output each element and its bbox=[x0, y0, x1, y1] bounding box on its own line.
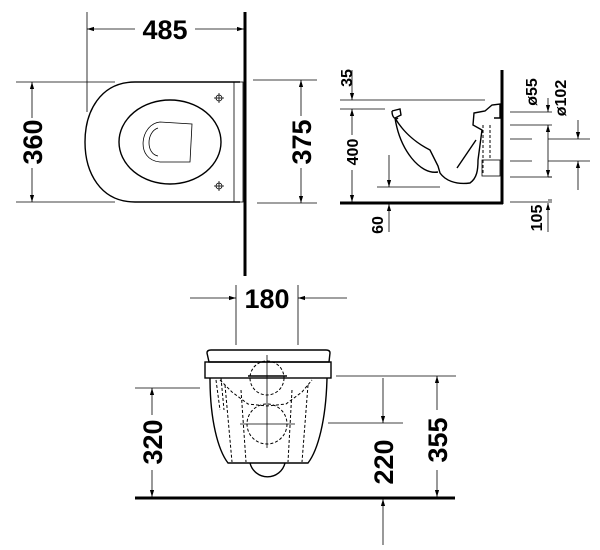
bowl-profile bbox=[391, 103, 501, 185]
dim-35: 35 bbox=[339, 69, 356, 87]
bowl-bottom bbox=[249, 462, 286, 478]
dim-105: 105 bbox=[529, 205, 546, 232]
dim-diameter-55: ø55 bbox=[524, 78, 541, 106]
top-view: 485 360 375 bbox=[16, 12, 317, 276]
dim-320: 320 bbox=[138, 419, 168, 464]
hidden-line bbox=[219, 379, 313, 407]
dim-diameter-102: ø102 bbox=[553, 80, 570, 117]
bolt-icon bbox=[214, 181, 224, 191]
lid bbox=[206, 349, 331, 363]
back-plate bbox=[233, 81, 244, 203]
toilet-outline bbox=[84, 81, 240, 203]
dim-485: 485 bbox=[142, 15, 187, 45]
bowl-flush-outline bbox=[142, 121, 193, 163]
bolt-icon bbox=[214, 93, 224, 103]
dim-220: 220 bbox=[369, 439, 399, 484]
trap-line bbox=[456, 139, 477, 169]
outlet-pipe bbox=[481, 159, 501, 177]
bowl-inner bbox=[391, 110, 439, 173]
bowl-body bbox=[209, 377, 328, 464]
bowl-outline bbox=[118, 99, 222, 185]
dim-360: 360 bbox=[18, 119, 48, 164]
rim bbox=[204, 361, 332, 379]
dim-355: 355 bbox=[423, 417, 453, 462]
dim-60: 60 bbox=[370, 216, 387, 234]
bowl-detail bbox=[148, 127, 159, 157]
dim-375: 375 bbox=[287, 119, 317, 164]
hidden-line bbox=[215, 377, 309, 463]
dim-400: 400 bbox=[345, 139, 362, 166]
front-view: 180 320 220 355 bbox=[135, 284, 456, 545]
dim-180: 180 bbox=[244, 284, 289, 314]
side-view: 35 400 60 ø55 105 ø102 bbox=[339, 69, 590, 234]
